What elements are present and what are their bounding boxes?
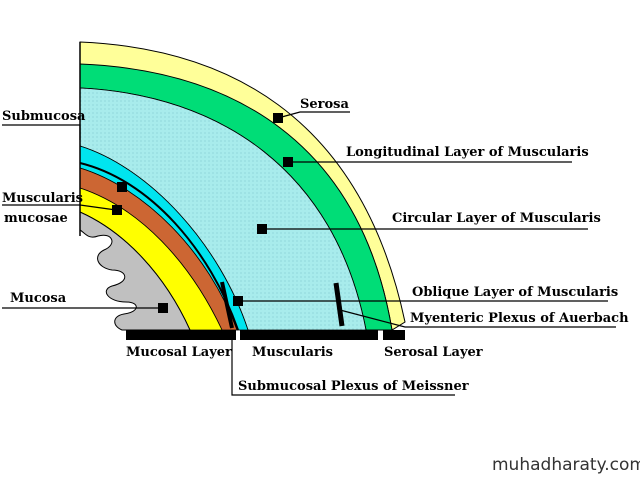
submucosa-leader <box>2 124 81 140</box>
label-oblique: Oblique Layer of Muscularis <box>412 285 618 300</box>
watermark: muhadharaty.com <box>492 455 640 475</box>
label-serosal-layer: Serosal Layer <box>384 345 483 360</box>
label-muscularis-mucosae-2: mucosae <box>4 211 68 226</box>
muscularis-mucosae-marker-2 <box>112 205 122 215</box>
mucosa-gray-layer <box>79 211 191 331</box>
mucosa-marker <box>158 303 168 313</box>
serosa-leader <box>277 111 350 119</box>
mucosal-layer-bar <box>126 330 236 340</box>
serosal-layer-bar <box>383 330 405 340</box>
myenteric-plexus-streak <box>333 282 345 327</box>
label-longitudinal: Longitudinal Layer of Muscularis <box>346 145 589 160</box>
label-muscularis-mucosae-1: Muscularis <box>2 191 83 206</box>
muscularis-mucosae-marker-1 <box>117 182 127 192</box>
label-myenteric: Myenteric Plexus of Auerbach <box>410 311 629 326</box>
label-serosa: Serosa <box>300 97 349 112</box>
label-mucosa: Mucosa <box>10 291 67 306</box>
muscularis-bar <box>240 330 378 340</box>
label-muscularis: Muscularis <box>252 345 333 360</box>
label-submucosa: Submucosa <box>2 109 86 124</box>
label-circular: Circular Layer of Muscularis <box>392 211 601 226</box>
label-submucosal-plexus: Submucosal Plexus of Meissner <box>238 379 469 394</box>
label-mucosal-layer: Mucosal Layer <box>126 345 232 360</box>
myenteric-leader <box>339 309 616 328</box>
submucosal-plexus-leader <box>231 330 455 396</box>
submucosal-plexus-streak <box>220 281 234 329</box>
